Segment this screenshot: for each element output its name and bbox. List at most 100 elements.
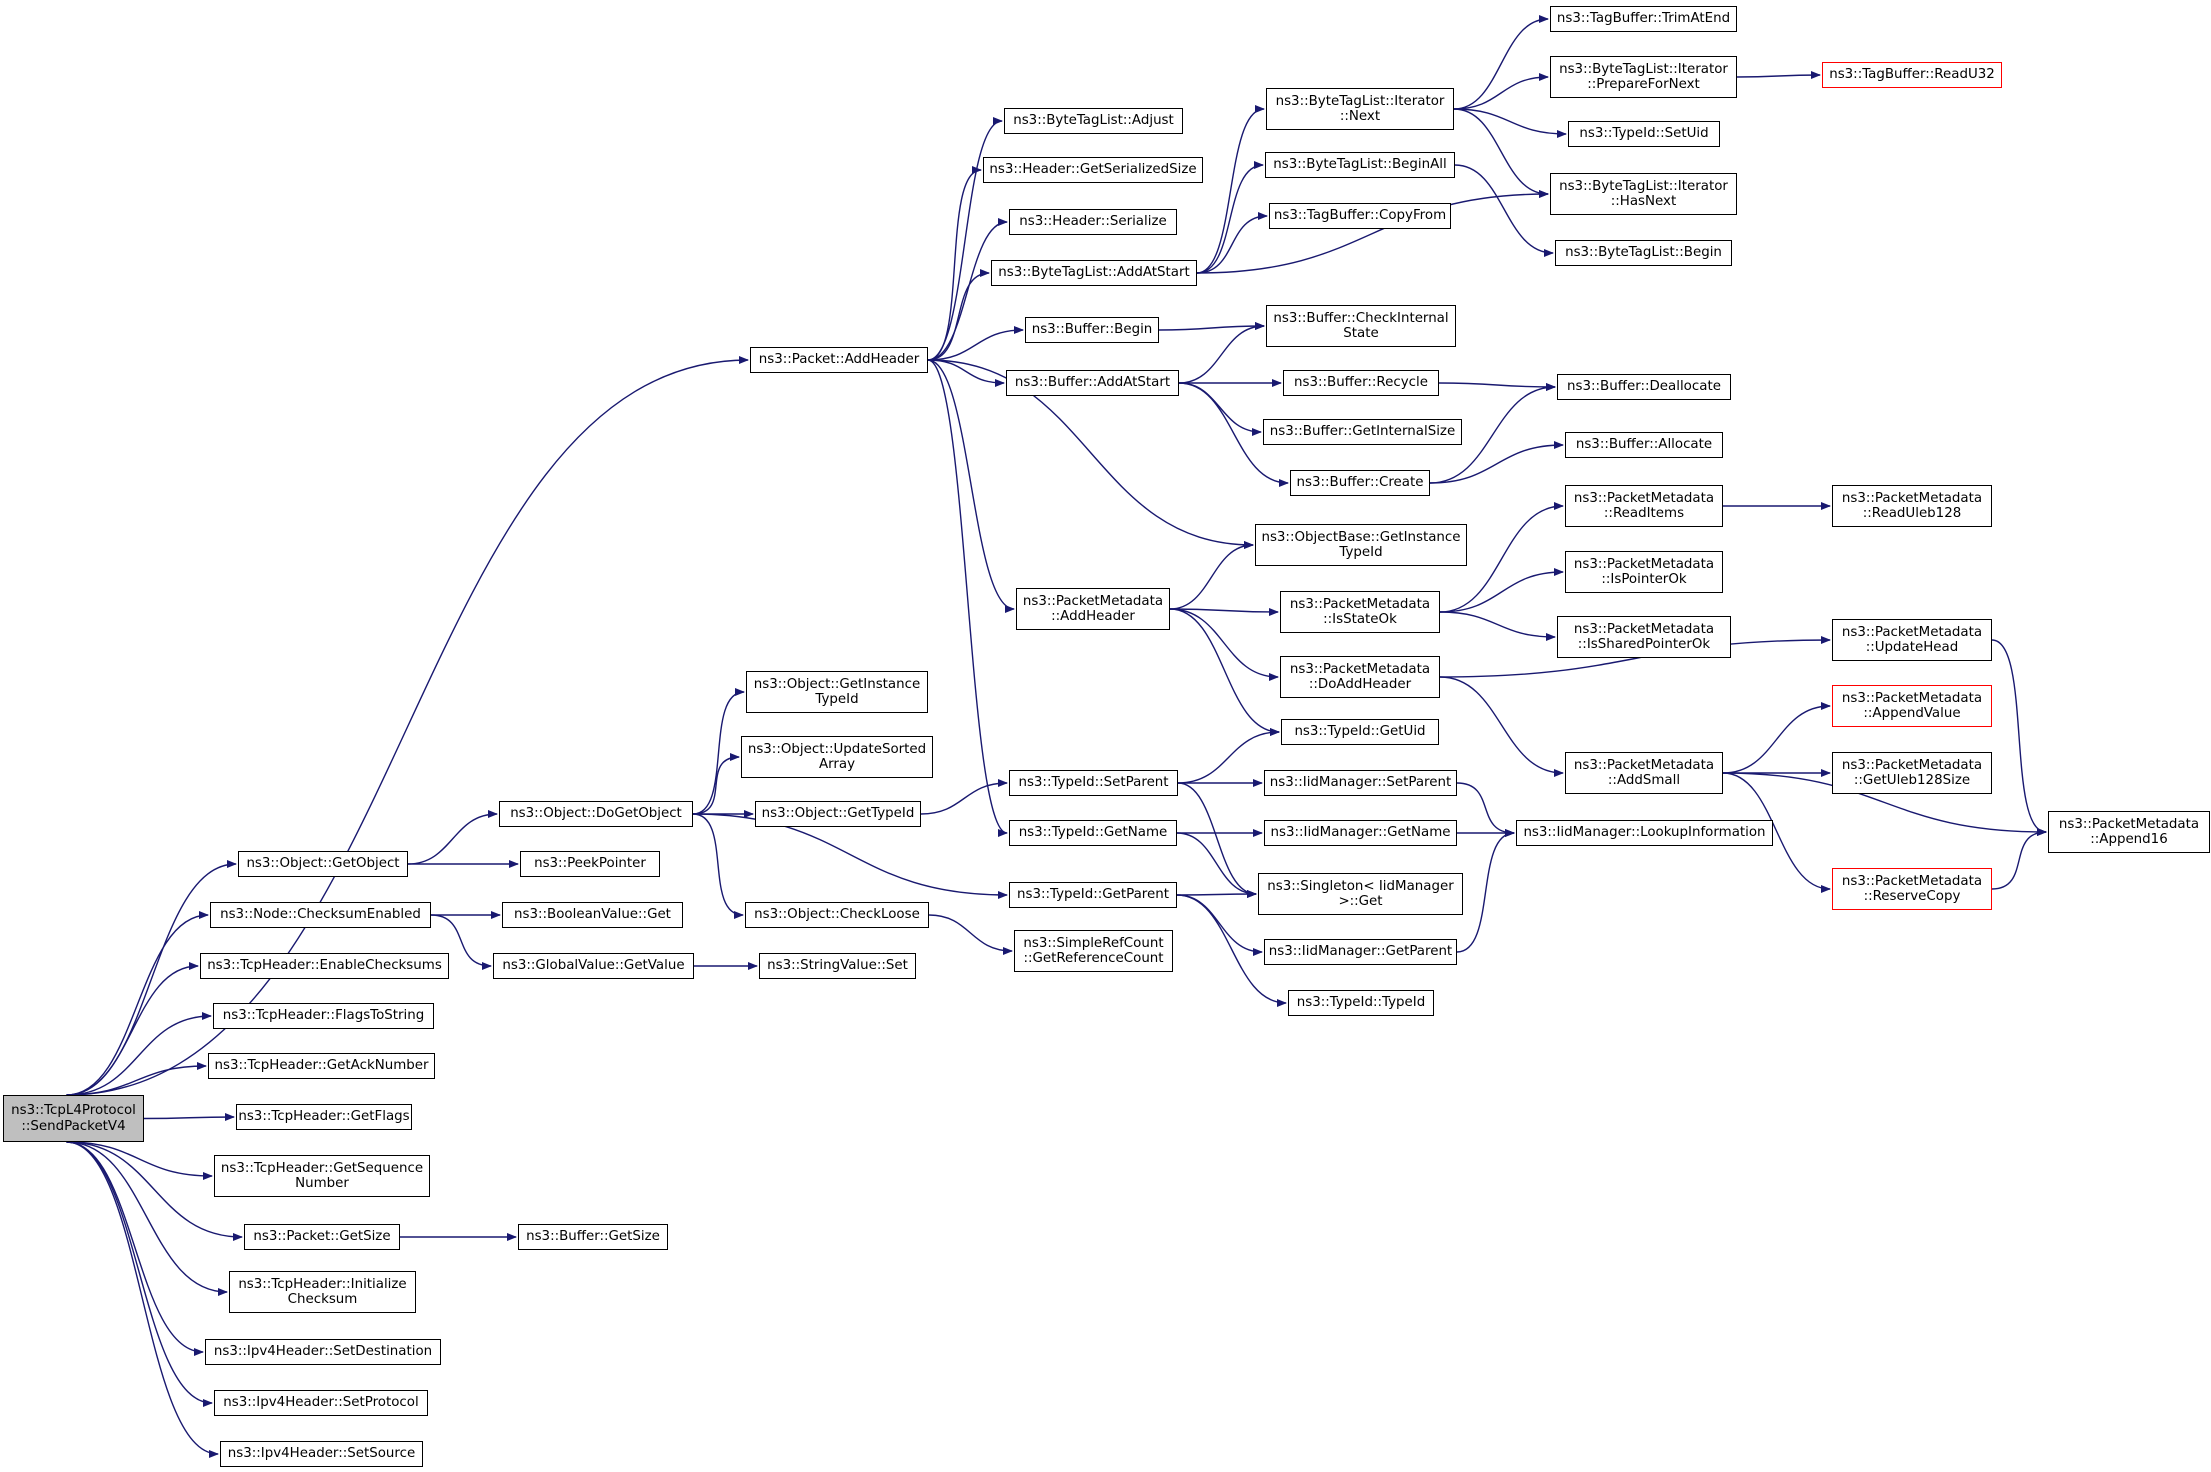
node-label-line: ns3::Packet::GetSize: [253, 1229, 391, 1245]
function-node[interactable]: ns3::TcpHeader::GetFlags: [236, 1104, 412, 1130]
node-label-line: ns3::Object::DoGetObject: [510, 806, 682, 822]
function-node[interactable]: ns3::ByteTagList::Iterator::PrepareForNe…: [1550, 56, 1737, 98]
node-label-line: ns3::PacketMetadata: [1841, 624, 1983, 640]
function-node[interactable]: ns3::Ipv4Header::SetDestination: [205, 1339, 441, 1365]
call-edge: [692, 753, 740, 815]
function-node[interactable]: ns3::PacketMetadata::IsStateOk: [1280, 591, 1440, 633]
node-label-line: ns3::PacketMetadata: [1289, 596, 1431, 612]
function-node[interactable]: ns3::TcpHeader::EnableChecksums: [200, 953, 449, 979]
function-node[interactable]: ns3::PacketMetadata::AppendValue: [1832, 685, 1992, 727]
node-label-line: ns3::ByteTagList::BeginAll: [1273, 157, 1447, 173]
function-node[interactable]: ns3::Object::GetObject: [238, 851, 408, 877]
function-node[interactable]: ns3::ByteTagList::Adjust: [1004, 108, 1183, 134]
node-label-line: ns3::Packet::AddHeader: [758, 352, 920, 368]
function-node[interactable]: ns3::PacketMetadata::Append16: [2048, 811, 2210, 853]
function-node[interactable]: ns3::IidManager::GetName: [1264, 820, 1457, 846]
function-node[interactable]: ns3::Object::CheckLoose: [745, 902, 929, 928]
call-edge: [1453, 108, 1549, 198]
function-node[interactable]: ns3::TypeId::GetUid: [1281, 719, 1439, 745]
function-node[interactable]: ns3::PacketMetadata::ReadItems: [1565, 485, 1723, 527]
function-node[interactable]: ns3::TypeId::GetParent: [1009, 882, 1177, 908]
call-edge: [692, 688, 745, 815]
node-label-line: ns3::PacketMetadata: [1841, 873, 1983, 889]
function-node[interactable]: ns3::Object::GetTypeId: [755, 801, 921, 827]
function-node[interactable]: ns3::Header::GetSerializedSize: [983, 157, 1203, 183]
function-node[interactable]: ns3::Buffer::Deallocate: [1557, 374, 1731, 400]
node-label-line: Checksum: [287, 1292, 358, 1307]
function-node[interactable]: ns3::Buffer::Allocate: [1565, 432, 1723, 458]
function-node[interactable]: ns3::TypeId::SetParent: [1009, 770, 1178, 796]
function-node[interactable]: ns3::TagBuffer::ReadU32: [1822, 62, 2002, 88]
function-node[interactable]: ns3::ByteTagList::BeginAll: [1265, 152, 1455, 178]
call-edge: [1453, 15, 1549, 110]
call-edge: [430, 914, 492, 970]
function-node[interactable]: ns3::Singleton< IidManager >::Get: [1258, 873, 1463, 915]
call-edge: [1196, 190, 1549, 274]
function-node[interactable]: ns3::PacketMetadata::IsPointerOk: [1565, 551, 1723, 593]
call-edge: [692, 813, 744, 919]
function-node[interactable]: ns3::PacketMetadata::DoAddHeader: [1280, 656, 1440, 698]
function-node[interactable]: ns3::IidManager::LookupInformation: [1516, 820, 1773, 846]
function-node[interactable]: ns3::SimpleRefCount::GetReferenceCount: [1014, 930, 1173, 972]
function-node[interactable]: ns3::TcpHeader::GetAckNumber: [208, 1053, 435, 1079]
function-node[interactable]: ns3::ByteTagList::AddAtStart: [991, 260, 1197, 286]
function-node[interactable]: ns3::Buffer::Begin: [1025, 317, 1159, 343]
function-node[interactable]: ns3::ByteTagList::Begin: [1555, 240, 1732, 266]
node-label-line: ns3::TcpHeader::GetSequence: [220, 1160, 424, 1176]
call-edge: [1178, 322, 1265, 384]
function-node[interactable]: ns3::IidManager::SetParent: [1264, 770, 1457, 796]
function-node[interactable]: ns3::PeekPointer: [520, 851, 660, 877]
function-node[interactable]: ns3::Buffer::GetInternalSize: [1263, 419, 1462, 445]
function-node[interactable]: ns3::Packet::GetSize: [244, 1224, 400, 1250]
function-node[interactable]: ns3::Buffer::Recycle: [1283, 370, 1439, 396]
node-label-line: ns3::Object::CheckLoose: [754, 907, 920, 923]
function-node[interactable]: ns3::GlobalValue::GetValue: [493, 953, 694, 979]
function-node[interactable]: ns3::IidManager::GetParent: [1264, 939, 1457, 965]
function-node[interactable]: ns3::StringValue::Set: [759, 953, 916, 979]
node-label-line: ns3::Buffer::Deallocate: [1567, 379, 1721, 395]
call-edge: [1456, 829, 1515, 953]
node-label-line: ::PrepareForNext: [1587, 77, 1700, 92]
node-label-line: ns3::TcpHeader::FlagsToString: [222, 1008, 425, 1024]
function-node[interactable]: ns3::Node::ChecksumEnabled: [210, 902, 431, 928]
function-node[interactable]: ns3::PacketMetadata::GetUleb128Size: [1832, 752, 1992, 794]
function-node[interactable]: ns3::Buffer::GetSize: [518, 1224, 668, 1250]
function-node[interactable]: ns3::ByteTagList::Iterator::Next: [1266, 88, 1454, 130]
function-node[interactable]: ns3::Ipv4Header::SetProtocol: [214, 1390, 428, 1416]
call-edge: [1991, 828, 2047, 890]
call-edge: [1722, 772, 2047, 836]
function-node[interactable]: ns3::Buffer::Create: [1290, 470, 1430, 496]
function-node[interactable]: ns3::PacketMetadata::AddHeader: [1016, 588, 1170, 630]
function-node[interactable]: ns3::Ipv4Header::SetSource: [220, 1441, 423, 1467]
function-node[interactable]: ns3::ByteTagList::Iterator::HasNext: [1550, 173, 1737, 215]
function-node[interactable]: ns3::PacketMetadata::UpdateHead: [1832, 619, 1992, 661]
function-node[interactable]: ns3::Packet::AddHeader: [750, 347, 928, 373]
call-edge: [1169, 608, 1279, 681]
function-node[interactable]: ns3::PacketMetadata::ReadUleb128: [1832, 485, 1992, 527]
call-edge: [1439, 502, 1564, 613]
function-node[interactable]: ns3::TypeId::TypeId: [1288, 990, 1434, 1016]
function-node[interactable]: ns3::BooleanValue::Get: [502, 902, 683, 928]
function-node[interactable]: ns3::PacketMetadata::AddSmall: [1565, 752, 1723, 794]
node-label-line: ns3::PacketMetadata: [2058, 816, 2200, 832]
function-node[interactable]: ns3::TypeId::GetName: [1009, 820, 1177, 846]
function-node[interactable]: ns3::TagBuffer::CopyFrom: [1269, 203, 1451, 229]
call-edge: [1158, 322, 1265, 331]
node-label-line: ns3::PacketMetadata: [1841, 757, 1983, 773]
function-node[interactable]: ns3::TcpHeader::FlagsToString: [213, 1003, 434, 1029]
function-node[interactable]: ns3::PacketMetadata::ReserveCopy: [1832, 868, 1992, 910]
function-node[interactable]: ns3::TypeId::SetUid: [1568, 121, 1720, 147]
call-edge: [1722, 772, 1831, 893]
call-edge: [1439, 611, 1556, 641]
function-node[interactable]: ns3::TagBuffer::TrimAtEnd: [1550, 6, 1737, 32]
function-node[interactable]: ns3::Buffer::AddAtStart: [1006, 370, 1179, 396]
function-node[interactable]: ns3::Object::DoGetObject: [499, 801, 693, 827]
function-node[interactable]: ns3::Header::Serialize: [1009, 209, 1177, 235]
function-node[interactable]: ns3::PacketMetadata::IsSharedPointerOk: [1557, 616, 1731, 658]
